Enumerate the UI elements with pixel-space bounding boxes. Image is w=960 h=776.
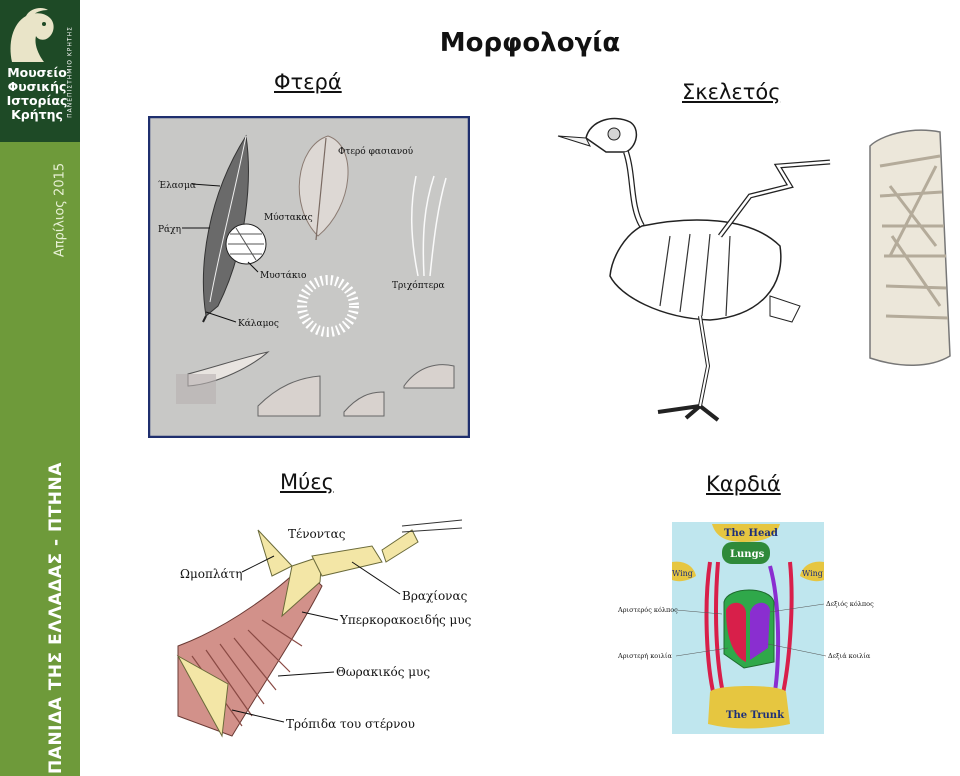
sidebar: Μουσείο Φυσικής Ιστορίας Κρήτης ΠΑΝΕΠΙΣΤ… xyxy=(0,0,80,776)
feathers-heading: Φτερά xyxy=(274,70,342,94)
muscle-label-scapula: Ωμοπλάτη xyxy=(180,567,242,581)
skeleton-heading: Σκελετός xyxy=(682,80,781,104)
feather-label-vane: Έλασμα xyxy=(158,180,196,191)
bone-cross-section-illustration xyxy=(869,129,951,366)
heart-label-head: The Head xyxy=(724,528,778,539)
feather-label-barbs: Μύστακας xyxy=(264,212,313,223)
heart-label-right-atrium: Δεξιός κόλπος xyxy=(826,600,874,608)
muscle-label-humerus: Βραχίονας xyxy=(402,589,468,603)
heart-diagram: The Head Lungs Wing Wing The Trunk Αριστ… xyxy=(617,522,874,734)
date-label: Απρίλιος 2015 xyxy=(52,162,68,258)
heart-label-wing-right: Wing xyxy=(802,569,823,578)
feather-label-filoplumes: Τριχόπτερα xyxy=(392,280,445,291)
muscles-diagram: Τένοντας Ωμοπλάτη Βραχίονας Υπερκορακοει… xyxy=(176,519,472,738)
logo-line-3: Ιστορίας xyxy=(6,93,68,108)
feather-label-pheasant: Φτερό φασιανού xyxy=(338,146,414,157)
muscles-heading: Μύες xyxy=(280,470,334,494)
feather-label-rachis: Ράχη xyxy=(158,224,181,235)
page-title: Μορφολογία xyxy=(439,28,621,58)
feather-label-calamus: Κάλαμος xyxy=(238,318,279,329)
heart-label-lungs: Lungs xyxy=(730,549,765,560)
heart-label-trunk: The Trunk xyxy=(726,710,785,721)
goat-logo-icon xyxy=(10,8,54,62)
muscle-label-tendons: Τένοντας xyxy=(288,527,346,541)
heart-label-left-ventricle: Αριστερή κοιλία xyxy=(617,651,672,660)
museum-name: Μουσείο Φυσικής Ιστορίας Κρήτης xyxy=(6,66,68,122)
section-title: ΠΑΝΙΔΑ ΤΗΣ ΕΛΛΑΔΑΣ - ΠΤΗΝΑ xyxy=(46,462,66,774)
muscle-label-supracoracoideus: Υπερκορακοειδής μυς xyxy=(339,613,472,627)
heart-label-wing-left: Wing xyxy=(672,569,693,578)
down-feather-illustration xyxy=(297,275,359,337)
logo-line-4: Κρήτης xyxy=(11,107,63,122)
university-name: ΠΑΝΕΠΙΣΤΗΜΙΟ ΚΡΗΤΗΣ xyxy=(66,26,74,118)
heart-heading: Καρδιά xyxy=(706,472,781,496)
skeleton-diagram xyxy=(557,117,951,422)
heart-label-left-atrium: Αριστερός κόλπος xyxy=(617,606,678,614)
feathers-diagram: Έλασμα Ράχη Μύστακας Μυστάκιο Κάλαμος Φτ… xyxy=(148,116,470,438)
logo-line-1: Μουσείο xyxy=(7,65,67,80)
heart-label-right-ventricle: Δεξιά κοιλία xyxy=(828,651,871,660)
feather-label-barbules: Μυστάκιο xyxy=(260,270,306,281)
logo-line-2: Φυσικής xyxy=(7,79,67,94)
muscle-label-pectoral: Θωρακικός μυς xyxy=(336,665,430,679)
muscle-label-keel: Τρόπιδα του στέρνου xyxy=(286,717,415,731)
museum-logo: Μουσείο Φυσικής Ιστορίας Κρήτης ΠΑΝΕΠΙΣΤ… xyxy=(0,0,80,142)
